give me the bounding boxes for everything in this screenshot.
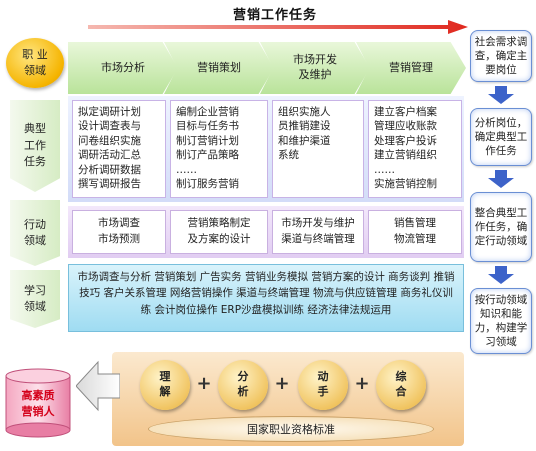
row-label-text: 学习 领域 [24, 283, 46, 314]
chevron-label: 营销管理 [389, 60, 433, 74]
down-arrow-icon [488, 266, 514, 284]
chevron-label: 营销策划 [197, 60, 241, 74]
step-integrate-tasks: 整合典型工作任务，确定行动领域 [470, 192, 532, 262]
chevron-marketing-management: 营销管理 [356, 42, 466, 94]
row-label-text: 职 业 领域 [22, 47, 48, 78]
row-label-action-field: 行动 领域 [10, 200, 60, 266]
chevron-market-analysis: 市场分析 [68, 42, 178, 94]
action-box-strategy-design: 营销策略制定 及方案的设计 [170, 210, 268, 254]
action-box-market-research: 市场调查 市场预测 [72, 210, 166, 254]
row-label-learning-field: 学习 领域 [10, 270, 60, 328]
circle-label: 理 解 [159, 370, 171, 398]
down-arrow-icon [488, 86, 514, 104]
row-label-typical-tasks: 典型 工作 任务 [10, 100, 60, 192]
task-box-marketing-management: 建立客户档案 管理应收账款 处理客户投诉 建立营销组织 …… 实施营销控制 [368, 100, 462, 198]
action-box-channel-management: 市场开发与维护 渠道与终端管理 [272, 210, 364, 254]
chevron-market-development: 市场开发 及维护 [260, 42, 370, 94]
talent-label: 高素质 营销人 [21, 389, 55, 418]
circle-label: 动 手 [317, 370, 329, 398]
left-arrow-icon [76, 360, 120, 412]
row-label-career-field: 职 业 领域 [6, 38, 64, 88]
diagram-title: 营销工作任务 [232, 8, 317, 23]
circle-hands-on: 动 手 [298, 360, 348, 410]
task-box-market-development: 组织实施人 员推销建设 和维护渠道 系统 [272, 100, 364, 198]
plus-sign: + [274, 373, 290, 394]
step-build-learning-field: 按行动领域知识和能力，构建学习领域 [470, 288, 532, 354]
step-analyze-positions: 分析岗位，确定典型工作任务 [470, 108, 532, 166]
circle-analyze: 分 析 [218, 360, 268, 410]
chevron-label: 市场分析 [101, 60, 145, 74]
circle-label: 分 析 [237, 370, 249, 398]
chevron-marketing-planning: 营销策划 [164, 42, 274, 94]
plus-sign: + [354, 373, 370, 394]
down-arrow-icon [488, 170, 514, 188]
plus-sign: + [196, 373, 212, 394]
talent-cylinder-icon [5, 368, 71, 438]
row-label-text: 典型 工作 任务 [24, 122, 46, 169]
row-label-text: 行动 领域 [24, 217, 46, 248]
title-arrow [88, 20, 468, 34]
step-social-demand: 社会需求调查，确定主要岗位 [470, 30, 532, 82]
task-box-marketing-planning: 编制企业营销 目标与任务书 制订营销计划 制订产品策略 …… 制订服务营销 [170, 100, 268, 198]
circle-label: 综 合 [395, 370, 407, 398]
task-box-market-analysis: 拟定调研计划 设计调查表与 问卷组织实施 调研活动汇总 分析调研数据 撰写调研报… [72, 100, 166, 198]
circle-understand: 理 解 [140, 360, 190, 410]
circle-integrate: 综 合 [376, 360, 426, 410]
chevron-label: 市场开发 及维护 [293, 53, 337, 81]
action-box-sales-logistics: 销售管理 物流管理 [368, 210, 462, 254]
learning-field-box: 市场调查与分析 营销策划 广告实务 营销业务模拟 营销方案的设计 商务谈判 推销… [68, 264, 464, 332]
national-certificate-standard: 国家职业资格标准 [148, 416, 434, 442]
